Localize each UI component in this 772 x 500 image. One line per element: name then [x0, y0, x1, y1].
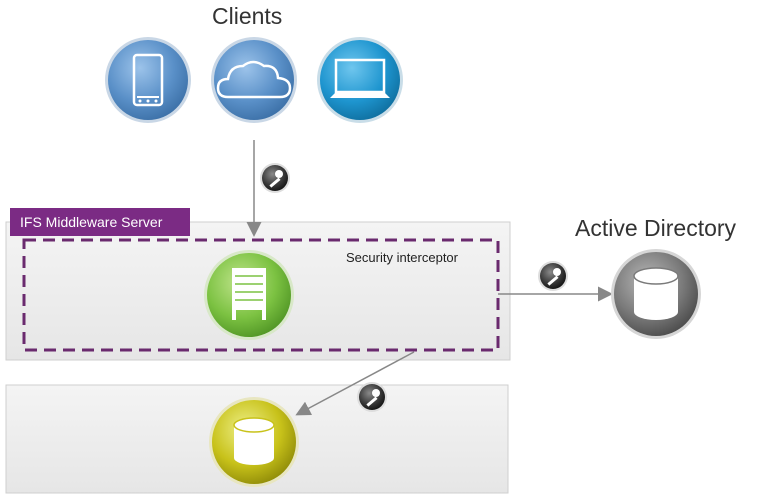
- security-interceptor-border: [22, 238, 500, 352]
- client-laptop-node: [317, 37, 403, 123]
- key-icon: [269, 170, 283, 188]
- client-mobile-node: [105, 37, 191, 123]
- client-cloud-node: [211, 37, 297, 123]
- laptop-icon: [330, 58, 390, 98]
- key-badge-clients: [260, 163, 290, 193]
- cloud-icon: [216, 60, 292, 99]
- key-badge-directory: [538, 261, 568, 291]
- clients-title: Clients: [212, 3, 283, 29]
- key-badge-database: [357, 382, 387, 412]
- key-icon: [547, 268, 561, 286]
- database-icon: [633, 267, 679, 320]
- mobile-icon: [132, 53, 164, 107]
- key-icon: [366, 389, 380, 407]
- active-directory-node: [611, 249, 701, 339]
- server-rack-icon: [232, 268, 266, 320]
- security-interceptor-label: Security interceptor: [346, 250, 458, 265]
- middleware-server-node: [204, 250, 294, 340]
- server-name-tag: IFS Middleware Server: [10, 208, 190, 236]
- database-icon: [233, 417, 275, 465]
- active-directory-title: Active Directory: [575, 215, 737, 241]
- database-node: [209, 397, 299, 487]
- arrow-server-to-database: [295, 351, 415, 416]
